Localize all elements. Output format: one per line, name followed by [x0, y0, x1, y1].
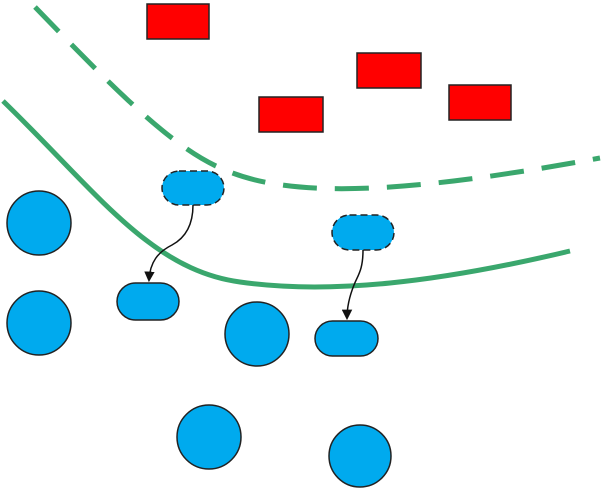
solid-capsule — [116, 282, 180, 321]
blue-circle — [176, 404, 242, 470]
dashed-capsule — [331, 214, 395, 251]
red-square — [448, 84, 512, 121]
solid-capsule — [314, 320, 379, 357]
blue-circle — [224, 301, 290, 367]
blue-circle — [6, 290, 72, 356]
dashed-capsule — [161, 170, 225, 206]
dashed-boundary-curve — [33, 5, 601, 192]
solid-boundary-curve — [1, 99, 571, 290]
blue-circle — [6, 190, 72, 256]
red-square — [258, 96, 324, 133]
transition-arrow — [144, 204, 194, 283]
red-square — [356, 52, 422, 89]
transition-arrow — [341, 249, 364, 321]
blue-circle — [328, 424, 392, 488]
red-square — [146, 3, 210, 40]
